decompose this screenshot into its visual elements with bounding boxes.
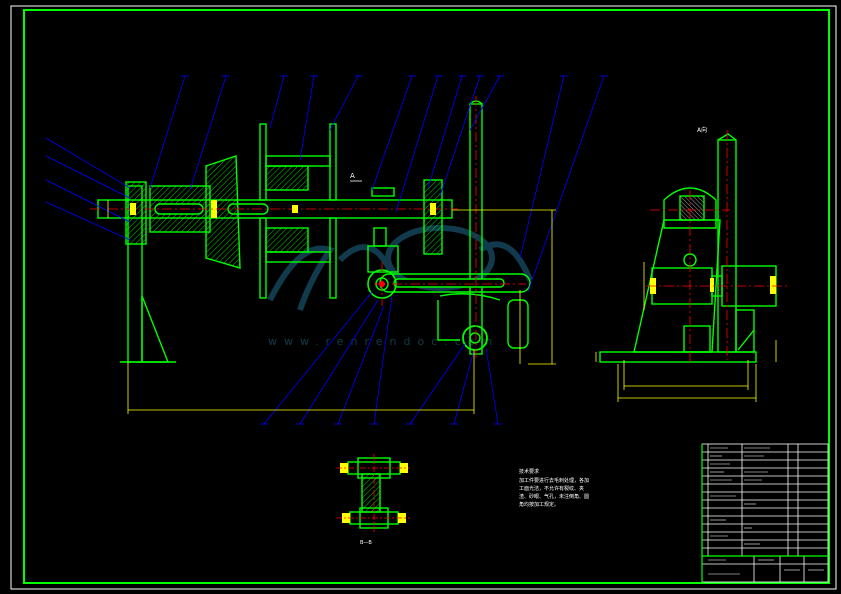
side-view-label: A向 [697,126,707,134]
inner-frame [23,9,830,584]
view-label-a: A [350,172,355,180]
leader-lines [45,75,605,425]
main-dimensions [107,200,556,414]
title-block-text-strokes [708,447,824,575]
technical-notes-title: 技术要求 [519,469,540,475]
side-view [599,133,777,363]
yellow-mark-2 [430,203,436,215]
section-label: B—B [360,540,372,546]
outer-border [10,5,837,590]
main-pin-highlight [379,281,385,287]
watermark-url: www.renrendoc.com [268,335,499,348]
technical-notes: 技术要求 加工件要进行去毛刺处理，各加工面光洁，不允许有裂纹、夹渣、砂眼、气孔，… [519,468,589,509]
yellow-mark-3 [292,205,298,213]
side-dimensions [595,262,777,402]
side-centerlines [646,130,790,364]
leader-ticks [181,75,608,425]
title-block [701,443,829,583]
section-centerlines [336,454,410,532]
yellow-mark-1 [130,203,136,215]
title-block-frame [701,444,828,582]
side-view-highlights [650,276,776,294]
technical-notes-body: 加工件要进行去毛刺处理，各加工面光洁，不允许有裂纹、夹渣、砂眼、气孔，未注倒角、… [519,478,590,508]
